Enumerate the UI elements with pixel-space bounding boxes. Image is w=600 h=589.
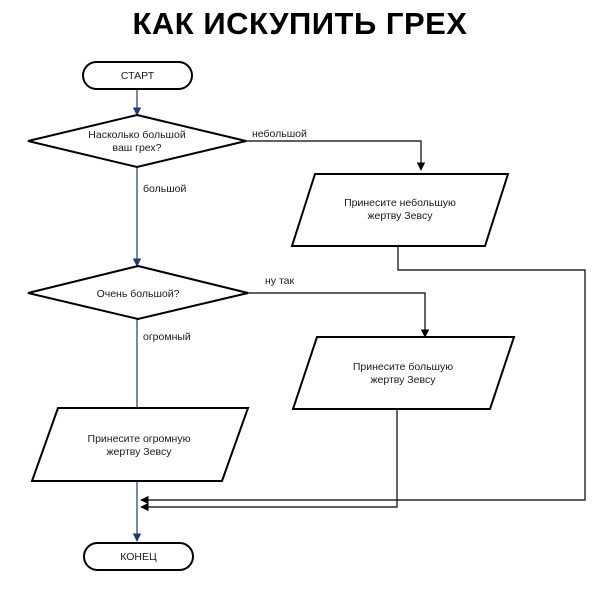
start-node: СТАРТ [82,61,193,90]
process-big-sacrifice: Принесите большую жертву Зевсу [291,336,516,410]
process-big-sacrifice-line2: жертву Зевсу [371,374,437,386]
decision-sin-size-line1: Насколько большой [88,129,186,141]
edge-big-return [140,409,398,512]
decision-very-big-label: Очень большой? [97,288,180,300]
edge-label-big: большой [143,183,186,195]
process-small-sacrifice: Принесите небольшую жертву Зевсу [290,173,510,247]
process-big-sacrifice-line1: Принесите большую [353,361,453,373]
edge-label-small: небольшой [252,128,307,140]
page-title: КАК ИСКУПИТЬ ГРЕХ [132,6,468,41]
edge-label-huge: огромный [143,331,191,343]
start-label: СТАРТ [121,70,155,82]
edge-q1-to-small [246,140,426,171]
decision-sin-size-line2: ваш грех? [112,142,161,154]
process-huge-sacrifice: Принесите огромную жертву Зевсу [30,407,250,482]
decision-very-big: Очень большой? [27,264,249,321]
edge-q2-to-big [248,292,430,338]
process-small-sacrifice-line2: жертву Зевсу [368,210,434,222]
process-huge-sacrifice-line2: жертву Зевсу [107,446,173,458]
edge-label-so-so: ну так [265,275,294,287]
edge-small-return [140,246,586,505]
end-label: КОНЕЦ [120,551,157,563]
end-node: КОНЕЦ [83,542,194,571]
process-huge-sacrifice-line1: Принесите огромную [88,433,191,445]
decision-sin-size: Насколько большой ваш грех? [27,113,247,169]
process-small-sacrifice-line1: Принесите небольшую [344,197,456,209]
